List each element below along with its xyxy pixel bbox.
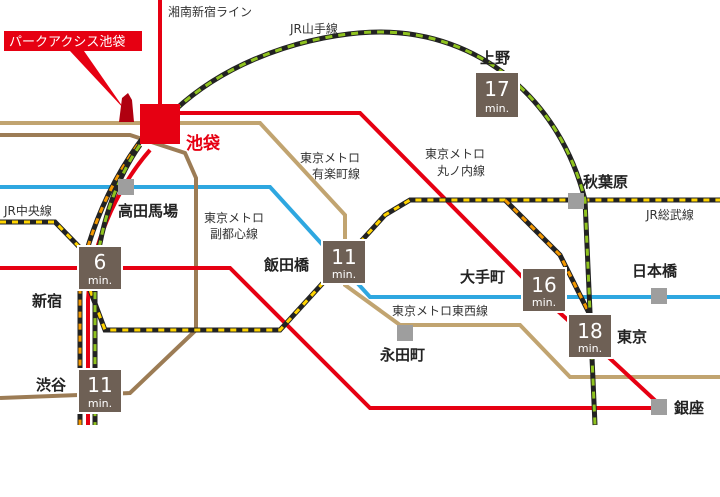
property-name-box xyxy=(4,31,142,51)
station-shibuya: 渋谷 xyxy=(36,376,67,394)
station-otemachi: 大手町 xyxy=(460,268,505,286)
station-ginza: 銀座 xyxy=(674,399,704,417)
svg-text:11: 11 xyxy=(87,373,112,397)
station-nagatacho: 永田町 xyxy=(379,346,425,364)
marker-ginza xyxy=(651,399,667,415)
marker-takadanobaba xyxy=(118,179,134,195)
svg-text:min.: min. xyxy=(88,274,112,287)
svg-text:17: 17 xyxy=(484,77,509,101)
label-fukutoshin-2: 副都心線 xyxy=(210,226,258,241)
label-sobu: JR総武線 xyxy=(645,207,694,222)
svg-text:min.: min. xyxy=(532,296,556,309)
chuo-line-dash xyxy=(503,198,602,336)
line-fukutoshin xyxy=(0,133,198,400)
svg-text:min.: min. xyxy=(332,268,356,281)
ikebukuro-marker xyxy=(140,104,180,144)
fukutoshin-line xyxy=(0,133,198,400)
svg-text:11: 11 xyxy=(331,245,356,269)
marker-nagatacho xyxy=(397,325,413,341)
label-yurakucho-1: 東京メトロ xyxy=(300,151,360,165)
time-box-ueno: 17 min. xyxy=(474,71,520,119)
time-box-otemachi: 16 min. xyxy=(521,267,567,313)
marker-nihonbashi xyxy=(651,288,667,304)
svg-text:min.: min. xyxy=(578,342,602,355)
svg-text:min.: min. xyxy=(88,397,112,410)
label-yurakucho-2: 有楽町線 xyxy=(312,166,360,181)
label-marunouchi: 東京メトロ 丸ノ内線 xyxy=(425,147,489,178)
yurakucho-line xyxy=(0,121,720,379)
line-yurakucho xyxy=(0,121,720,379)
label-marunouchi-2: 丸ノ内線 xyxy=(437,163,485,178)
label-fukutoshin-1: 東京メトロ xyxy=(204,211,264,225)
label-yurakucho: 東京メトロ 有楽町線 xyxy=(300,151,364,181)
svg-text:6: 6 xyxy=(94,250,107,274)
station-takadanobaba: 高田馬場 xyxy=(118,202,178,220)
svg-text:16: 16 xyxy=(531,273,556,297)
label-chuo: JR中央線 xyxy=(3,203,52,218)
station-iidabashi: 飯田橋 xyxy=(263,256,310,274)
station-ikebukuro: 池袋 xyxy=(186,133,221,154)
label-marunouchi-1: 東京メトロ xyxy=(425,147,485,161)
label-tozai: 東京メトロ東西線 xyxy=(392,303,488,318)
property-name: パークアクシス池袋 xyxy=(9,35,125,50)
label-fukutoshin: 東京メトロ 副都心線 xyxy=(204,211,268,241)
marker-akihabara xyxy=(568,193,584,209)
property-building-icon xyxy=(119,93,134,122)
time-box-shinjuku: 6 min. xyxy=(77,245,123,291)
station-ueno: 上野 xyxy=(480,49,510,67)
time-box-tokyo: 18 min. xyxy=(567,313,613,359)
time-box-iidabashi: 11 min. xyxy=(321,239,367,285)
property-callout: パークアクシス池袋 xyxy=(4,31,142,122)
callout-pointer xyxy=(70,51,125,110)
station-akihabara: 秋葉原 xyxy=(583,173,628,191)
label-yamanote: JR山手線 xyxy=(289,21,338,36)
svg-text:min.: min. xyxy=(485,102,509,115)
svg-text:18: 18 xyxy=(577,319,602,343)
station-nihonbashi: 日本橋 xyxy=(632,262,678,280)
label-shonan: 湘南新宿ライン xyxy=(168,4,252,19)
time-box-shibuya: 11 min. xyxy=(77,368,123,414)
yamanote-line-dash xyxy=(173,30,597,426)
station-shinjuku: 新宿 xyxy=(32,292,62,310)
station-tokyo: 東京 xyxy=(617,328,647,346)
